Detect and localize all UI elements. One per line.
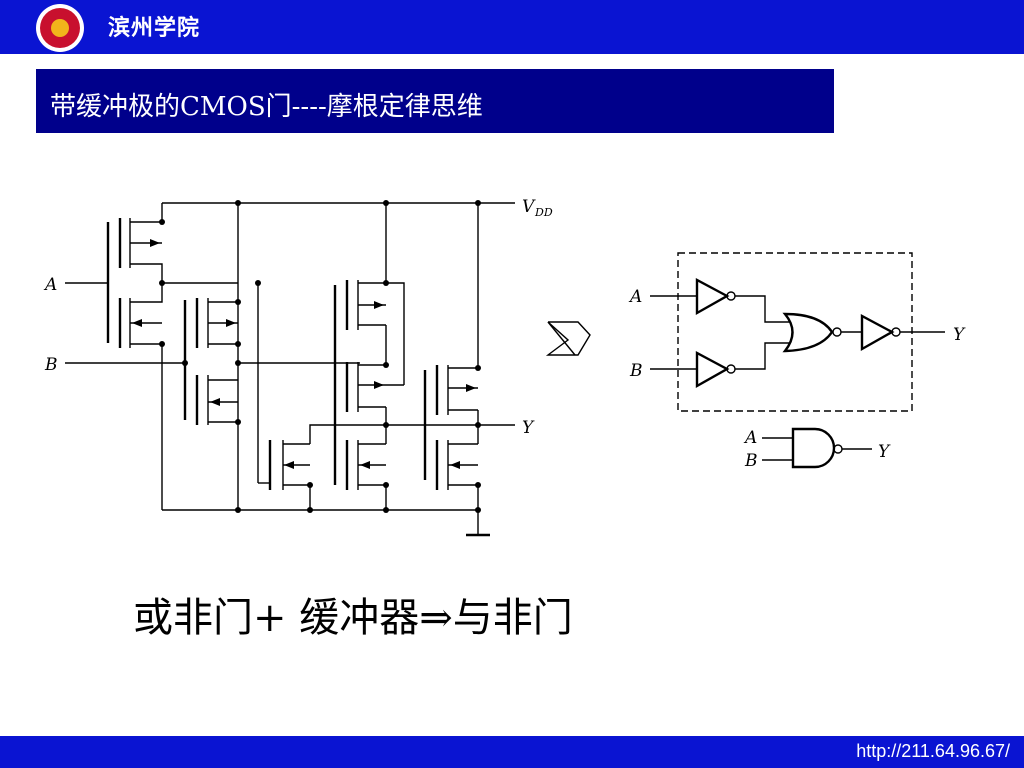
nand-gate-symbol: A B Y — [743, 427, 891, 471]
transistor-pair-b — [183, 298, 360, 425]
input-b-label: B — [44, 355, 58, 375]
logo-ring — [40, 8, 80, 48]
nand-output-y-label: Y — [878, 442, 891, 462]
school-logo-icon — [36, 4, 84, 52]
transistor-pair-a — [106, 203, 238, 360]
equivalent-logic-diagram: A B Y — [628, 252, 966, 412]
caption-text: 或非门+ 缓冲器⇒与非门 — [133, 595, 573, 641]
slide-title-box: 带缓冲极的CMOS门----摩根定律思维 — [36, 69, 834, 133]
logo-flame — [51, 19, 69, 37]
slide-title: 带缓冲极的CMOS门----摩根定律思维 — [50, 92, 483, 122]
vdd-subscript: DD — [534, 206, 553, 219]
equiv-input-a-label: A — [628, 287, 642, 307]
school-name: 滨州学院 — [108, 16, 201, 41]
vdd-label: V — [522, 197, 536, 217]
nand-input-a-label: A — [743, 428, 757, 448]
nand-input-b-label: B — [744, 451, 758, 471]
footer-bar: http://211.64.96.67/ — [0, 736, 1024, 768]
implies-arrow-icon — [545, 321, 591, 356]
output-y-label: Y — [522, 418, 535, 438]
buffer-stages: Y — [255, 203, 535, 510]
footer-url[interactable]: http://211.64.96.67/ — [856, 741, 1010, 761]
input-wires: A B — [43, 275, 188, 375]
ground-rail — [161, 203, 490, 537]
input-a-label: A — [43, 275, 57, 295]
header-bar: 滨州学院 — [0, 0, 1024, 54]
vdd-rail: V DD — [162, 197, 553, 219]
equiv-output-y-label: Y — [953, 325, 966, 345]
equiv-input-b-label: B — [629, 361, 643, 381]
